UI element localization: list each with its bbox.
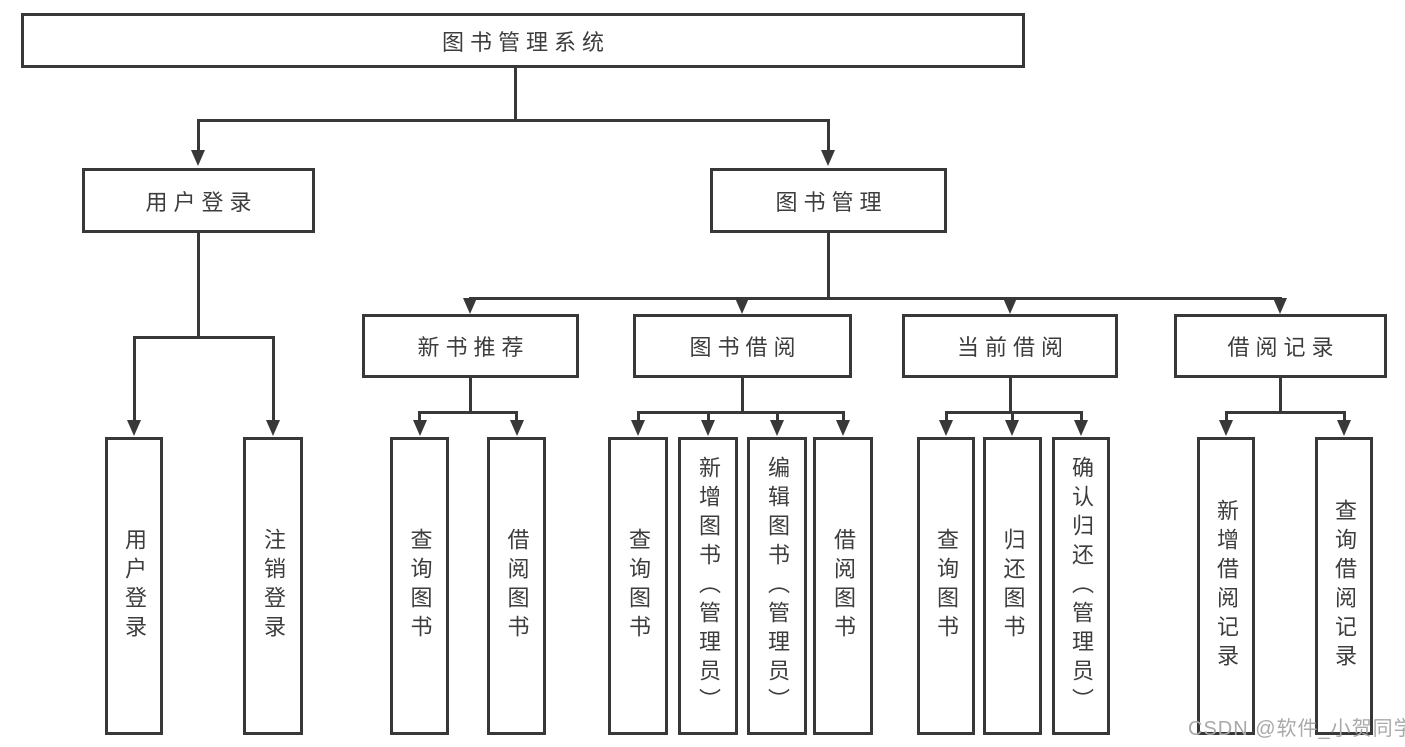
arrow-down-icon [191,150,205,166]
connector-hline [1224,411,1346,414]
arrow-down-icon [939,420,953,436]
arrow-down-icon [770,420,784,436]
leaf-borrow-edit-books-admin: 编辑图书（管理员） [747,437,807,735]
connector-vline [514,68,517,119]
leaf-borrow-query-books: 查询图书 [608,437,668,735]
leaf-rec-borrow-books: 借阅图书 [487,437,546,735]
connector-vline [826,119,830,152]
connector-vline [740,378,744,411]
arrow-down-icon [1337,420,1351,436]
connector-vline [271,336,275,421]
connector-hline [636,411,845,414]
arrow-down-icon [1005,420,1019,436]
leaf-user-login: 用户登录 [105,437,163,735]
arrow-down-icon [127,420,141,436]
arrow-down-icon [1003,298,1017,314]
leaf-logout: 注销登录 [243,437,303,735]
leaf-rec-query-books: 查询图书 [390,437,449,735]
connector-hline [418,411,518,414]
connector-vline [1079,411,1083,422]
connector-vline [636,411,640,422]
connector-vline [196,119,200,152]
leaf-record-query-borrow-record: 查询借阅记录 [1315,437,1373,735]
connector-vline [775,411,779,422]
node-current-borrowing: 当前借阅 [902,314,1118,378]
node-book-management: 图书管理 [710,168,947,233]
leaf-record-add-borrow-record: 新增借阅记录 [1197,437,1255,735]
arrow-down-icon [735,298,749,314]
node-book-borrowing: 图书借阅 [633,314,852,378]
csdn-watermark: CSDN @软件_小贺同学 [1188,718,1405,740]
connector-vline [1342,411,1346,422]
connector-vline [418,411,421,422]
node-user-login: 用户登录 [82,168,315,233]
connector-vline [1224,411,1228,422]
arrow-down-icon [1074,420,1088,436]
connector-vline [1008,378,1012,411]
connector-hline [468,297,1282,300]
connector-vline [706,411,710,422]
connector-vline [1278,378,1282,411]
connector-vline [196,233,200,336]
node-root: 图书管理系统 [21,13,1025,68]
connector-hline [944,411,1083,414]
leaf-borrow-borrow-books: 借阅图书 [813,437,873,735]
arrow-down-icon [463,298,477,314]
leaf-current-confirm-return-admin: 确认归还（管理员） [1052,437,1110,735]
arrow-down-icon [836,420,850,436]
connector-hline [132,336,274,339]
connector-vline [841,411,845,422]
leaf-current-return-books: 归还图书 [983,437,1042,735]
arrow-down-icon [1219,420,1233,436]
arrow-down-icon [412,420,427,436]
arrow-down-icon [701,420,715,436]
connector-vline [515,411,518,422]
connector-hline [196,119,830,122]
arrow-down-icon [821,150,835,166]
connector-vline [827,233,830,297]
arrow-down-icon [631,420,645,436]
leaf-current-query-books: 查询图书 [917,437,975,735]
node-new-book-recommendation: 新书推荐 [362,314,579,378]
connector-vline [468,378,472,411]
arrow-down-icon [1273,298,1287,314]
connector-vline [1010,411,1014,422]
leaf-borrow-add-books-admin: 新增图书（管理员） [678,437,738,735]
arrow-down-icon [509,420,524,436]
node-borrowing-records: 借阅记录 [1174,314,1387,378]
connector-vline [944,411,948,422]
connector-vline [132,336,136,421]
arrow-down-icon [266,420,280,436]
